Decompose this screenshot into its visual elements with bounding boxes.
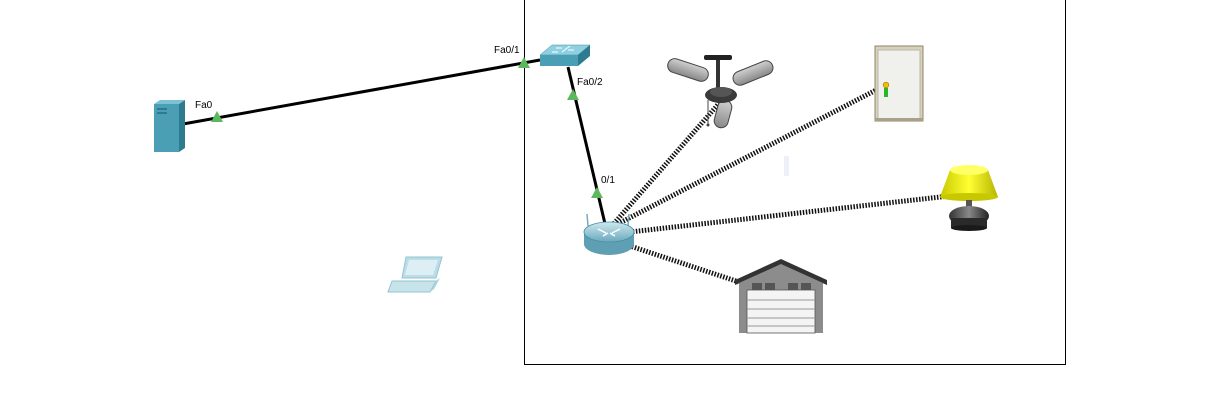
label-0-1: 0/1 <box>601 175 615 186</box>
switch-icon[interactable] <box>539 44 591 66</box>
wireless-router-icon[interactable] <box>583 213 635 255</box>
label-fa0-2: Fa0/2 <box>577 77 603 88</box>
link-status-fa0-2 <box>567 89 579 100</box>
laptop-icon[interactable] <box>387 256 443 293</box>
wireless-links <box>608 85 959 287</box>
link-status-fa0-1 <box>518 57 530 68</box>
link-status-0-1 <box>591 187 603 198</box>
home-cluster-boundary <box>524 0 1066 365</box>
label-fa0: Fa0 <box>195 100 213 111</box>
cursor-ghost <box>784 156 789 176</box>
link-server-switch[interactable] <box>182 58 541 126</box>
door-icon[interactable] <box>874 45 924 122</box>
lamp-icon[interactable] <box>940 165 998 231</box>
server-icon[interactable] <box>154 100 185 152</box>
ceiling-fan-icon[interactable] <box>666 55 775 129</box>
wireless-link-garage <box>611 237 746 287</box>
label-fa0-1: Fa0/1 <box>494 45 520 56</box>
link-status-fa0 <box>211 111 223 122</box>
wireless-link-lamp <box>611 192 959 237</box>
garage-door-icon[interactable] <box>735 259 827 334</box>
wireless-link-door <box>608 85 882 231</box>
wireless-link-fan <box>608 98 724 230</box>
